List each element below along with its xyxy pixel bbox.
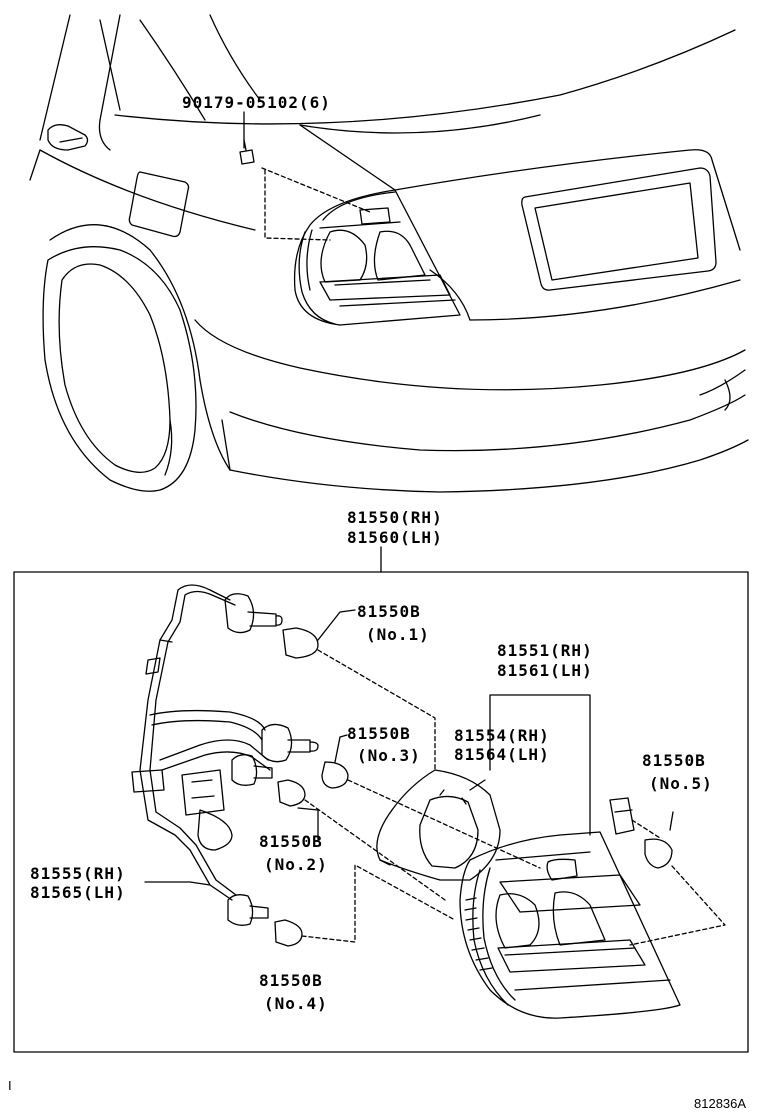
callout-bulb-no3[interactable]: 81550B	[347, 724, 411, 743]
callout-socket-wire-rh[interactable]: 81555(RH)	[30, 864, 126, 883]
callout-bulb-no2-sub: (No.2)	[264, 855, 328, 874]
callout-bulb-no3-sub: (No.3)	[357, 746, 421, 765]
exploded-lamp-illustration	[131, 584, 726, 1019]
callout-clip[interactable]: 90179-05102(6)	[182, 93, 331, 112]
callout-gasket-lh[interactable]: 81564(LH)	[454, 745, 550, 764]
callout-bulb-no1[interactable]: 81550B	[357, 602, 421, 621]
callout-socket-wire-lh[interactable]: 81565(LH)	[30, 883, 126, 902]
callout-bulb-no5[interactable]: 81550B	[642, 751, 706, 770]
diagram-id: 812836A	[694, 1096, 747, 1111]
callout-lens-body-rh[interactable]: 81551(RH)	[497, 641, 593, 660]
callout-lens-body-lh[interactable]: 81561(LH)	[497, 661, 593, 680]
callout-lamp-assy-rh[interactable]: 81550(RH)	[347, 508, 443, 527]
footer-mark: I	[8, 1078, 12, 1093]
callout-gasket-rh[interactable]: 81554(RH)	[454, 726, 550, 745]
callout-bulb-no2[interactable]: 81550B	[259, 832, 323, 851]
callout-bulb-no1-sub: (No.1)	[366, 625, 430, 644]
assembly-frame	[13, 571, 749, 1053]
callout-lamp-assy-lh[interactable]: 81560(LH)	[347, 528, 443, 547]
callout-bulb-no4-sub: (No.4)	[264, 994, 328, 1013]
callout-bulb-no5-sub: (No.5)	[649, 774, 713, 793]
vehicle-rear-illustration	[29, 14, 749, 493]
callout-bulb-no4[interactable]: 81550B	[259, 971, 323, 990]
